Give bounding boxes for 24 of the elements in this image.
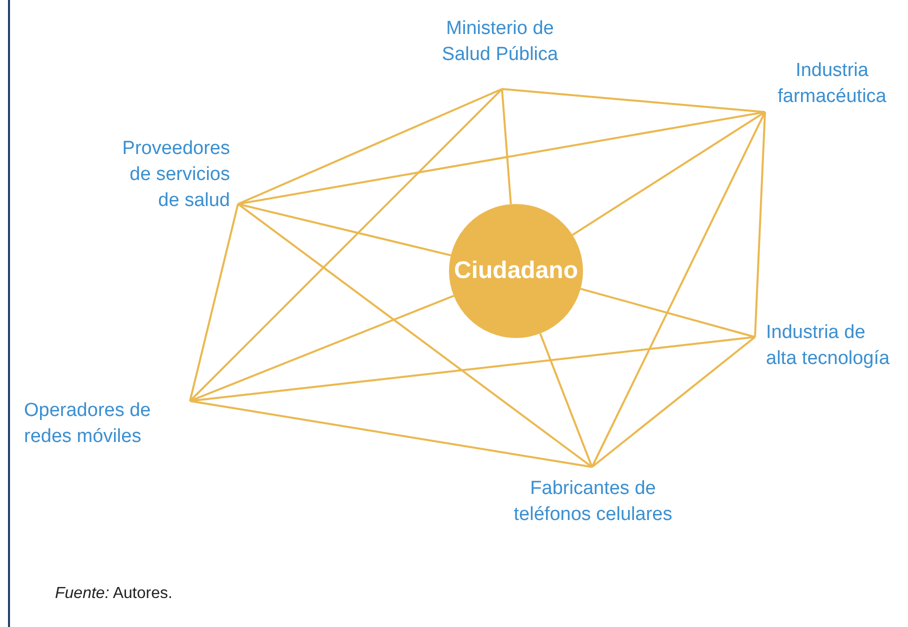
connector-line <box>591 112 766 468</box>
connector-line <box>238 88 502 205</box>
connector-line <box>580 288 756 338</box>
actor-label: Proveedores de servicios de salud <box>110 136 230 214</box>
actor-label: Fabricantes de teléfonos celulares <box>500 476 686 528</box>
actor-label: Industria farmacéutica <box>765 58 899 110</box>
connector-line <box>238 111 766 205</box>
actor-label: Industria de alta tecnología <box>766 320 898 372</box>
actor-label: Ministerio de Salud Pública <box>428 16 572 68</box>
connector-line <box>238 203 452 256</box>
connector-line <box>539 333 593 468</box>
connector-line <box>189 88 503 402</box>
connector-line <box>237 203 593 468</box>
connector-line <box>591 336 756 468</box>
actor-label: Operadores de redes móviles <box>24 398 174 450</box>
connector-line <box>572 111 766 236</box>
source-caption: Fuente: Autores. <box>55 584 172 604</box>
connector-line <box>190 294 454 402</box>
connector-line <box>502 88 766 113</box>
connector-line <box>189 204 239 402</box>
connector-line <box>501 88 512 204</box>
connector-line <box>754 112 766 338</box>
node-label: Ciudadano <box>454 256 578 286</box>
connector-line <box>190 400 592 468</box>
